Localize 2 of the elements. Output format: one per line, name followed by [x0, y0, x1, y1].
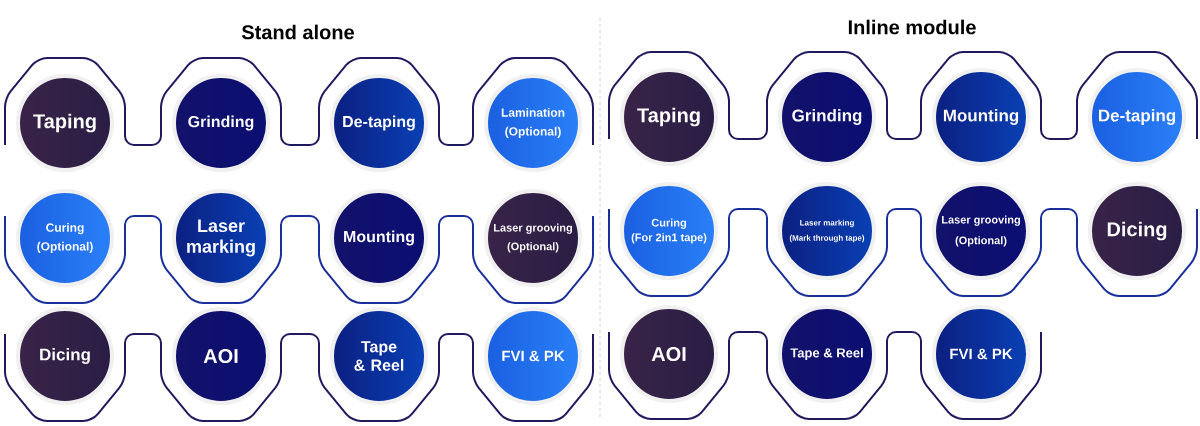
- panel-heading: Stand alone: [241, 24, 354, 40]
- panel-heading: Inline module: [848, 19, 976, 35]
